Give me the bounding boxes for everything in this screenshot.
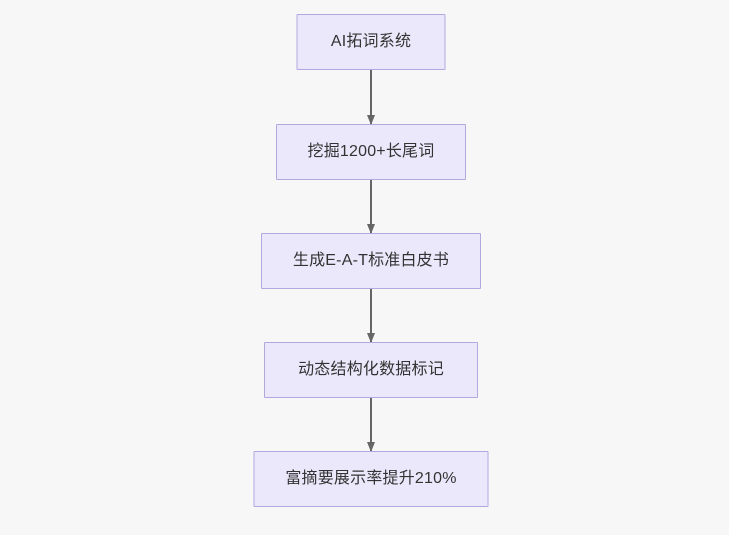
flowchart-node-rich-snippet-impression-lift[interactable]: 富摘要展示率提升210% — [253, 451, 489, 507]
flowchart-node-generate-eat-whitepaper[interactable]: 生成E-A-T标准白皮书 — [261, 233, 481, 289]
flowchart-node-ai-keyword-system[interactable]: AI拓词系统 — [296, 14, 446, 70]
flowchart-node-mine-longtail-keywords[interactable]: 挖掘1200+长尾词 — [276, 124, 466, 180]
flowchart-node-dynamic-structured-data-markup[interactable]: 动态结构化数据标记 — [264, 342, 478, 398]
